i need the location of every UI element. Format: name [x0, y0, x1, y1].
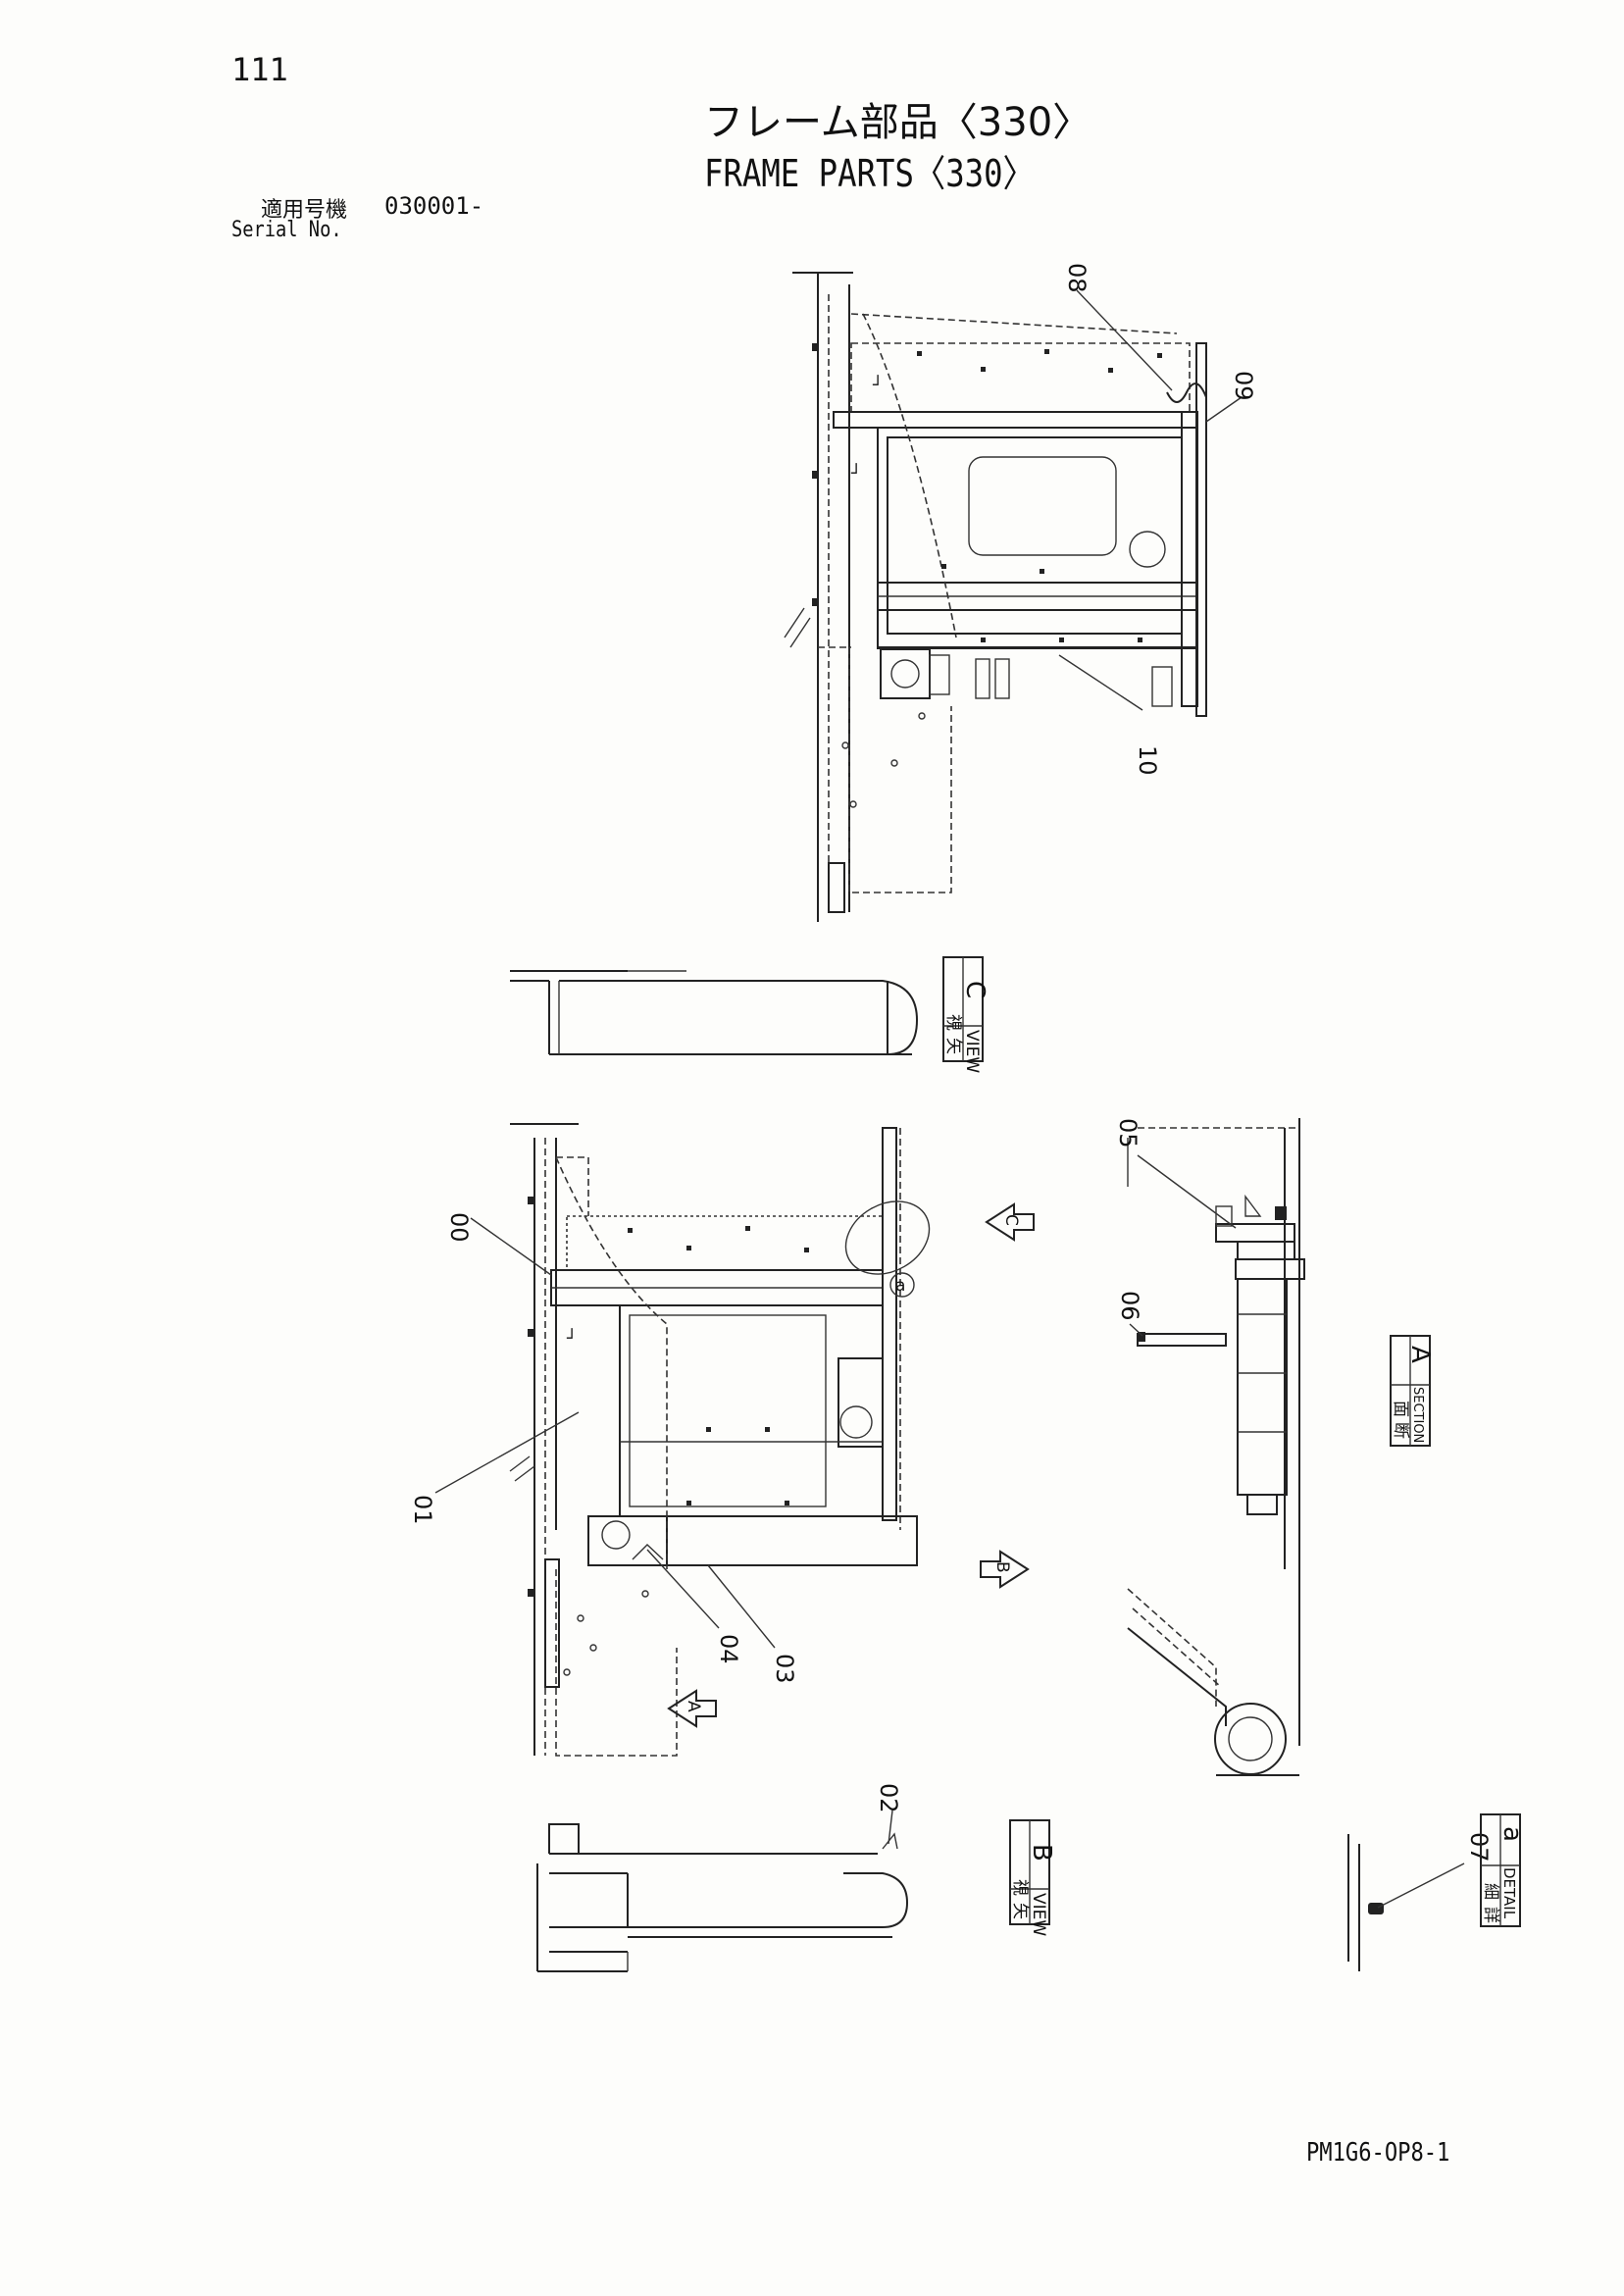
page-title-en: FRAME PARTS〈330〉: [704, 152, 1035, 195]
serial-label-en: Serial No.: [231, 218, 342, 242]
callout-10: 10: [1134, 745, 1161, 776]
view-c-drawing: [510, 970, 919, 1055]
section-a-label-box: 断 面 SECTION A: [1390, 1335, 1435, 1447]
detail-a-drawing: [1347, 1834, 1384, 1971]
detail-a-label-box: 詳 細 DETAIL a: [1480, 1813, 1527, 1927]
detail-a-en: DETAIL: [1500, 1867, 1518, 1919]
view-b-jp2: 視: [1010, 1879, 1030, 1896]
page-title-jp: フレーム部品〈330〉: [704, 100, 1092, 145]
view-arrow-b: B: [980, 1550, 1030, 1589]
callout-03: 03: [771, 1654, 798, 1684]
detail-a-circle: [844, 1200, 931, 1275]
section-a-letter: A: [1405, 1346, 1435, 1363]
callout-00: 00: [445, 1212, 473, 1243]
view-arrow-c: C: [985, 1202, 1035, 1242]
section-a-jp2: 面: [1391, 1401, 1410, 1417]
view-b-label-box: 矢 視 VIEW B: [1009, 1819, 1056, 1936]
view-c-jp1: 矢: [943, 1038, 963, 1054]
section-a-en: SECTION: [1410, 1387, 1425, 1443]
drawing-code: PM1G6-OP8-1: [1306, 2138, 1450, 2168]
view-arrow-b-label: B: [992, 1561, 1012, 1573]
callout-07: 07: [1465, 1832, 1493, 1862]
serial-value: 030001-: [384, 192, 484, 220]
view-b-drawing: [536, 1823, 909, 1972]
callout-08: 08: [1063, 263, 1091, 293]
middle-assembly-view: ┘ a: [509, 1123, 931, 1757]
callout-05: 05: [1114, 1118, 1142, 1148]
view-b-en: VIEW: [1029, 1893, 1048, 1936]
callout-02: 02: [875, 1783, 902, 1813]
view-arrow-a-label: A: [684, 1701, 703, 1712]
leader-lines: [434, 289, 1465, 1909]
callout-09: 09: [1230, 371, 1257, 401]
detail-a-letter: a: [1497, 1826, 1527, 1842]
view-c-en: VIEW: [962, 1030, 982, 1073]
view-b-letter: B: [1027, 1844, 1056, 1862]
view-c-label-box: 矢 視 VIEW C: [942, 956, 990, 1073]
weld-symbol-text: ┘: [872, 375, 883, 395]
section-a-drawing: [1127, 1118, 1305, 1776]
weld-symbol-text: ┘: [850, 463, 861, 484]
view-arrow-c-label: C: [1001, 1214, 1021, 1226]
detail-a-jp1: 詳: [1481, 1907, 1500, 1923]
view-c-letter: C: [960, 981, 990, 998]
callout-01: 01: [409, 1495, 436, 1525]
callouts: 08 09 10 00 01 03 04 05 06 02 07: [409, 263, 1493, 1862]
view-c-jp2: 視: [943, 1014, 963, 1031]
view-arrow-a: A: [667, 1689, 717, 1728]
page-number: 111: [231, 51, 288, 88]
detail-marker: a: [895, 1276, 905, 1296]
weld-symbol-text: ┘: [566, 1328, 577, 1349]
callout-06: 06: [1116, 1291, 1143, 1321]
serial-label-jp: 適用号機: [261, 198, 348, 223]
top-assembly-view: ┘ ┘: [784, 272, 1207, 922]
callout-04: 04: [715, 1634, 742, 1664]
section-a-jp1: 断: [1391, 1422, 1410, 1439]
view-b-jp1: 矢: [1010, 1903, 1030, 1919]
detail-a-jp2: 細: [1481, 1883, 1500, 1900]
